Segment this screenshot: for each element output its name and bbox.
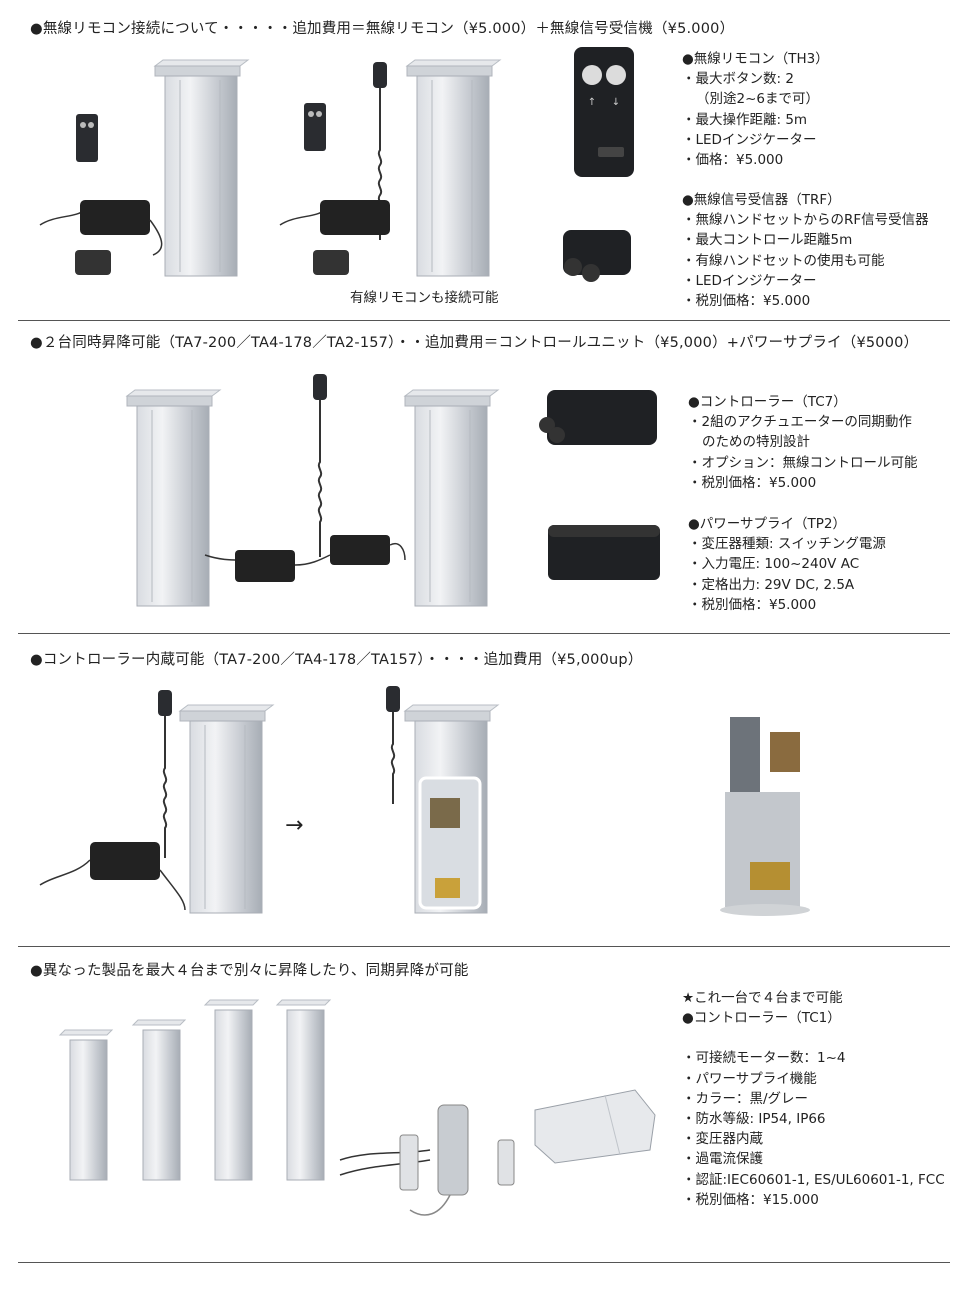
- control-box-image: [39, 200, 163, 275]
- spec-title: ●無線信号受信器（TRF）: [682, 192, 841, 208]
- section-2-heading: ●２台同時昇降可能（TA7-200／TA4-178／TA2-157）・・追加費用…: [30, 335, 919, 351]
- wired-handset-image: [386, 686, 400, 804]
- spec-item: ・入力電圧: 100~240V AC: [688, 556, 860, 573]
- spec-item: ・税別価格：¥5.000: [688, 596, 817, 613]
- lifting-columns-group-image: [58, 999, 332, 1181]
- spec-item: ・税別価格：¥5.000: [682, 293, 811, 310]
- svg-text:↑: ↑: [588, 97, 596, 108]
- section-divider: [18, 633, 950, 634]
- spec-item: ・可接続モーター数：1~4: [682, 1050, 846, 1067]
- wireless-remote-image: [76, 114, 98, 162]
- wireless-receiver-product-image: [563, 230, 631, 282]
- spec-highlight: ★これ一台で４台まで可能: [682, 990, 843, 1006]
- spec-title: ●パワーサプライ（TP2）: [688, 516, 846, 532]
- spec-item: ・防水等級: IP54, IP66: [682, 1111, 826, 1128]
- transform-arrow: →: [285, 813, 304, 838]
- spec-item: ・最大操作距離: 5m: [682, 111, 808, 128]
- wireless-remote-product-image: ↑ ↓: [574, 47, 634, 177]
- spec-title: ●コントローラー（TC7）: [688, 394, 847, 410]
- lifting-column-image: [405, 59, 502, 277]
- column-with-built-in-controller-image: [403, 704, 500, 914]
- control-box-image: [279, 200, 390, 275]
- wired-remote-caption: 有線リモコンも接続可能: [350, 290, 499, 306]
- section-1-heading: ●無線リモコン接続について・・・・・追加費用＝無線リモコン（¥5.000）＋無線…: [30, 21, 735, 37]
- spec-item: ・パワーサプライ機能: [682, 1070, 817, 1087]
- spec-item: ・LEDインジケーター: [682, 131, 817, 148]
- controller-and-power-supply-image: [204, 535, 406, 582]
- tc1-system-image: [339, 1104, 515, 1216]
- svg-text:↓: ↓: [612, 97, 620, 108]
- power-supply-tp2-specs: ●パワーサプライ（TP2） ・変圧器種類: スイッチング電源 ・入力電圧: 10…: [688, 514, 886, 615]
- spec-item: ・2組のアクチュエーターの同期動作: [688, 414, 912, 431]
- wireless-remote-specs: ●無線リモコン（TH3） ・最大ボタン数: 2 （別途2~6まで可） ・最大操作…: [682, 49, 829, 170]
- spec-item: ・過電流保護: [682, 1151, 763, 1168]
- spec-item: ・税別価格：¥5.000: [688, 474, 817, 491]
- wireless-remote-image: [304, 103, 326, 151]
- controller-tc7-specs: ●コントローラー（TC7） ・2組のアクチュエーターの同期動作 のための特別設計…: [688, 392, 918, 493]
- lifting-column-image: [178, 704, 275, 914]
- controller-tc1-specs: ★これ一台で４台まで可能 ●コントローラー（TC1） ・可接続モーター数：1~4…: [682, 988, 945, 1210]
- section-divider: [18, 1262, 950, 1263]
- spec-item: ・最大コントロール距離5m: [682, 232, 853, 249]
- spec-item: ・最大ボタン数: 2: [682, 71, 794, 88]
- power-supply-product-image: [548, 525, 660, 580]
- wired-handset-image: [158, 690, 172, 858]
- spec-item: （別途2~6まで可）: [696, 91, 819, 108]
- lifting-column-image: [403, 389, 500, 607]
- control-box-image: [39, 842, 186, 911]
- spec-item: ・認証:IEC60601-1, ES/UL60601-1, FCC: [682, 1171, 945, 1188]
- spec-item: ・有線ハンドセットの使用も可能: [682, 252, 885, 269]
- spec-title: ●無線リモコン（TH3）: [682, 51, 829, 67]
- lifting-column-image: [153, 59, 250, 277]
- section-4-heading: ●異なった製品を最大４台まで別々に昇降したり、同期昇降が可能: [30, 963, 469, 979]
- internal-controller-photo: [720, 717, 810, 916]
- spec-item: ・定格出力: 29V DC, 2.5A: [688, 576, 855, 593]
- spec-item: のための特別設計: [702, 434, 810, 451]
- lifting-column-image: [125, 389, 222, 607]
- wireless-receiver-specs: ●無線信号受信器（TRF） ・無線ハンドセットからのRF信号受信器 ・最大コント…: [682, 190, 929, 311]
- spec-item: ・税別価格：¥15.000: [682, 1191, 819, 1208]
- spec-item: ・無線ハンドセットからのRF信号受信器: [682, 212, 929, 229]
- spec-item: ・オプション：無線コントロール可能: [688, 454, 918, 471]
- section-divider: [18, 946, 950, 947]
- section-3-heading: ●コントローラー内蔵可能（TA7-200／TA4-178／TA157）・・・・追…: [30, 652, 643, 668]
- section-divider: [18, 320, 950, 321]
- spec-item: ・価格：¥5.000: [682, 152, 784, 169]
- controller-tc1-product-image: [534, 1089, 656, 1164]
- controller-product-image: [539, 390, 657, 445]
- spec-item: ・変圧器内蔵: [682, 1131, 763, 1148]
- spec-item: ・LEDインジケーター: [682, 272, 817, 289]
- spec-item: ・変圧器種類: スイッチング電源: [688, 536, 886, 553]
- spec-item: ・カラー：黒/グレー: [682, 1090, 809, 1107]
- spec-title: ●コントローラー（TC1）: [682, 1010, 841, 1027]
- wired-handset-image: [313, 374, 327, 557]
